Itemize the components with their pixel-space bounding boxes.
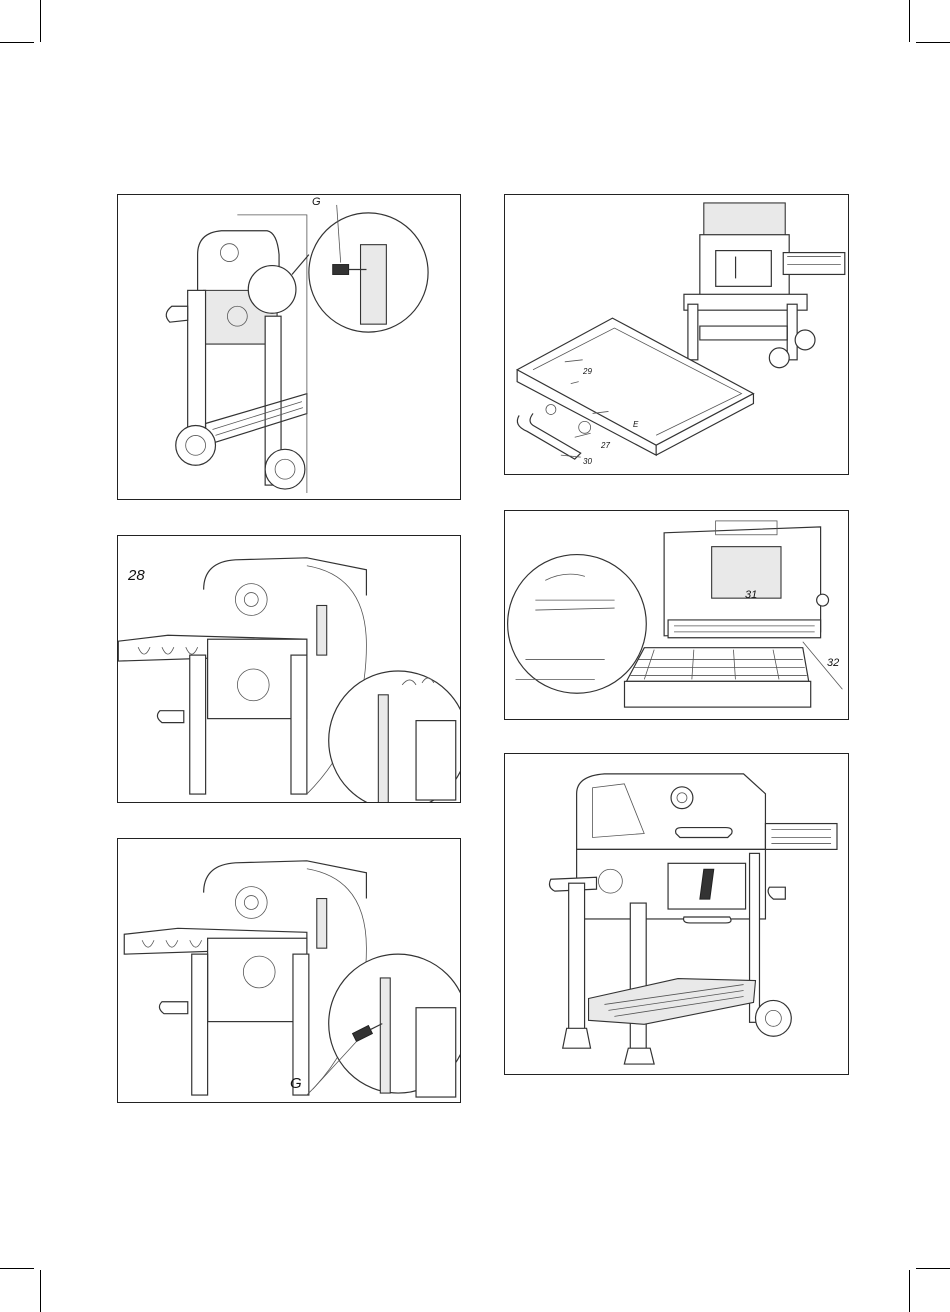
front-shelf-assembly-illustration [505,195,848,474]
part-label-27: 27 [601,441,610,450]
grill-side-handle-illustration [118,195,460,499]
crop-mark-top-left-h [0,42,34,43]
part-label-G: G [290,1075,302,1092]
assembly-step-panel-6-finished-grill [504,753,849,1075]
part-label-29: 29 [583,367,592,376]
crop-mark-bottom-right-h [916,1268,950,1269]
crop-mark-top-right-v [909,0,910,42]
assembly-step-panel-1: G [117,194,461,500]
crop-mark-bottom-left-v [40,1270,41,1312]
crop-mark-bottom-left-h [0,1268,34,1269]
crop-mark-bottom-right-v [909,1270,910,1312]
part-label-G: G [312,196,321,208]
cooking-grate-placement-illustration [505,511,848,719]
part-label-28: 28 [128,567,145,584]
part-label-30: 30 [583,457,592,466]
assembly-step-panel-5: G [117,838,461,1103]
part-label-E: E [633,420,638,429]
side-shelf-mount-illustration [118,536,460,802]
assembly-step-panel-3: 28 [117,535,461,803]
finished-grill-illustration [505,754,848,1074]
assembly-step-panel-4: 31 32 [504,510,849,720]
assembly-step-panel-2: 29 E 27 30 [504,194,849,475]
crop-mark-top-right-h [916,42,950,43]
crop-mark-top-left-v [40,0,41,42]
part-label-32: 32 [827,657,839,669]
part-label-31: 31 [745,589,757,601]
side-shelf-screw-illustration [118,839,460,1102]
